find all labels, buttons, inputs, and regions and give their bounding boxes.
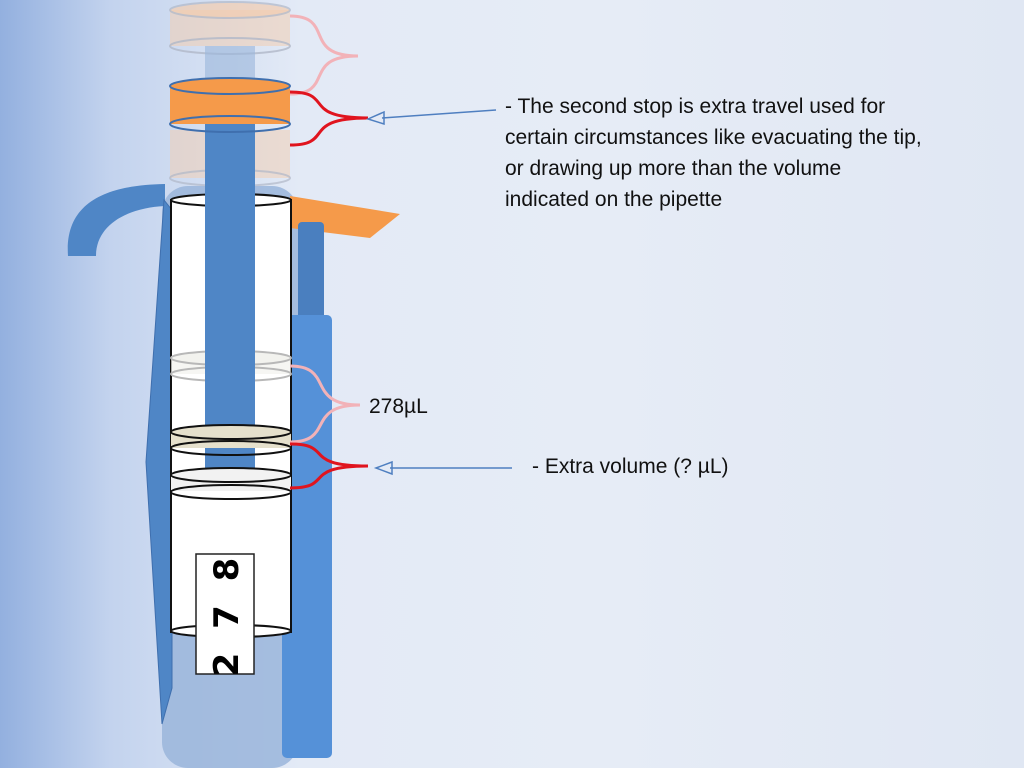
pipette-side-wedge: [145, 198, 173, 725]
plunger-button-active-top: [169, 77, 291, 95]
arrow-extra-volume-head: [373, 460, 393, 476]
volume-counter-window: [195, 553, 255, 675]
second-stop-note: - The second stop is extra travel used f…: [505, 95, 922, 211]
piston-disk-upper-bottom: [170, 440, 292, 456]
plunger-button-faded-top: [169, 1, 291, 19]
piston-disk-lower-bottom: [170, 484, 292, 500]
arrow-second-stop-head: [365, 110, 385, 126]
bracket-extra-volume: [289, 442, 369, 490]
bracket-faded-volume: [289, 364, 361, 444]
arrow-second-stop-line: [381, 109, 497, 119]
plunger-button-active-bottom: [169, 115, 291, 133]
piston-disk-lower-top: [170, 467, 292, 483]
plunger-rod-lower: [205, 122, 255, 194]
extra-volume-note: - Extra volume (? µL): [532, 455, 729, 478]
bracket-faded-top: [289, 14, 359, 96]
bracket-second-stop: [289, 90, 369, 147]
finger-hook: [67, 184, 165, 256]
volume-label: 278µL: [369, 395, 428, 418]
volume-counter-digits: 2 7 8: [207, 552, 247, 677]
piston-disk-upper-top: [170, 424, 292, 440]
